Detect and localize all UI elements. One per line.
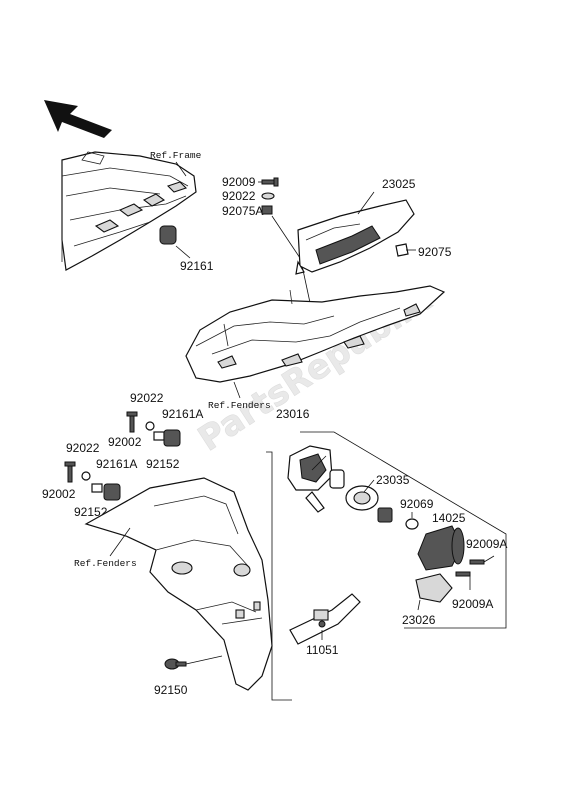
washer-92022-left [81,471,91,481]
collar-92152-left [91,483,103,493]
screw-92009A-upper [469,559,485,565]
part-92161-label: 92161 [180,259,214,273]
part-92075-label: 92075 [418,245,452,259]
part-92009A-lower-label: 92009A [452,597,493,611]
nut-92075A [261,205,273,215]
part-92022-top-label: 92022 [222,189,256,203]
lamp-housing-23016 [287,445,345,513]
part-92161A-mid-label: 92161A [162,407,203,421]
part-92002-mid-label: 92002 [108,435,142,449]
part-92002-left-label: 92002 [42,487,76,501]
part-92152-left-label: 92152 [74,505,108,519]
nut-92075 [395,243,409,257]
screw-92150 [164,658,187,670]
part-14025-label: 14025 [432,511,466,525]
bracket-23025 [295,199,415,275]
part-92009A-upper-label: 92009A [466,537,507,551]
grommet-92161 [159,225,177,245]
reflector-23026 [415,573,453,603]
screw-92009A-lower [455,571,471,577]
part-92075A-label: 92075A [222,204,263,218]
part-92022-mid-label: 92022 [130,391,164,405]
part-92150-label: 92150 [154,683,188,697]
frame-illustration [61,151,197,271]
part-92009-top-label: 92009 [222,175,256,189]
washer-92022-mid [145,421,155,431]
rear-fender [84,477,273,691]
part-23025-label: 23025 [382,177,416,191]
tail-cover [185,285,446,383]
part-23016-label: 23016 [276,407,310,421]
lens-cover-14025 [417,525,465,571]
part-11051-label: 11051 [306,643,339,657]
bolt-92002-left [64,461,76,483]
collar-92152-mid [153,431,165,441]
license-bracket-11051 [289,593,361,645]
front-direction-arrow-icon [44,100,112,138]
ref-fenders-top-label: Ref.Fenders [208,400,271,411]
bulb-92069 [405,518,419,530]
grommet-92161A-left [103,483,121,501]
part-92152-mid-label: 92152 [146,457,180,471]
part-92022-left-label: 92022 [66,441,100,455]
grommet-92161A-mid [163,429,181,447]
screw-92009-top [261,177,279,187]
part-23026-label: 23026 [402,613,436,627]
bolt-92002-mid [126,411,138,433]
part-23035-label: 23035 [376,473,410,487]
ref-fenders-left-label: Ref.Fenders [74,558,137,569]
socket-23035 [345,485,393,523]
part-92069-label: 92069 [400,497,434,511]
washer-92022-top [261,192,275,200]
part-92161A-left-label: 92161A [96,457,137,471]
ref-frame-label: Ref.Frame [150,150,202,161]
